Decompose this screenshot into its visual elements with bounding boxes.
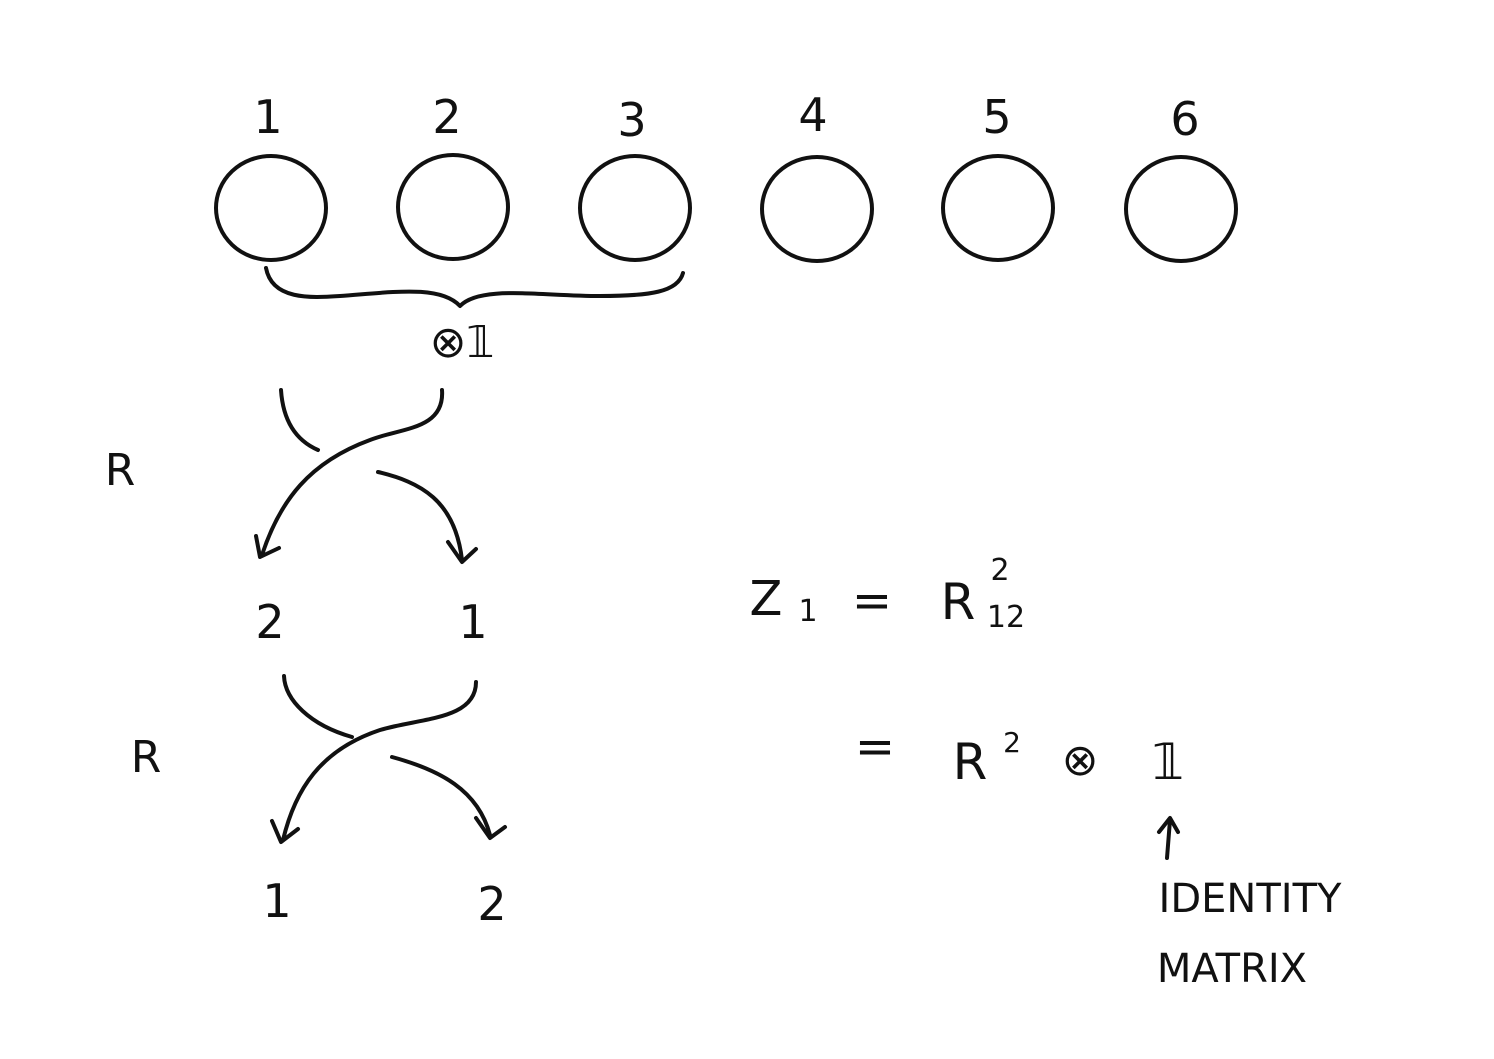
eq2-rhs-var: R bbox=[953, 733, 988, 791]
strand-1-top-b bbox=[376, 470, 464, 562]
particle-5 bbox=[941, 154, 1055, 262]
particle-2 bbox=[396, 153, 510, 261]
particle-label-4: 4 bbox=[798, 88, 827, 142]
eq2-tensor: ⊗ bbox=[1062, 735, 1099, 786]
eq2-identity: 𝟙 bbox=[1152, 733, 1184, 791]
annotation-line-2: MATRIX bbox=[1157, 946, 1307, 992]
strand-2-mid-b bbox=[390, 755, 492, 837]
equation-line-1: Z 1 = R 2 12 bbox=[750, 553, 1026, 635]
particle-label-2: 2 bbox=[432, 90, 461, 144]
middle-label-left: 2 bbox=[255, 595, 284, 649]
arrowhead-4 bbox=[270, 819, 300, 844]
particle-label-5: 5 bbox=[982, 90, 1011, 144]
eq1-rhs-sup: 2 bbox=[990, 553, 1009, 588]
arrowhead-2 bbox=[254, 534, 281, 559]
eq1-equals: = bbox=[852, 573, 892, 629]
brace-label: ⊗𝟙 bbox=[430, 317, 495, 368]
eq2-rhs-sup: 2 bbox=[1003, 726, 1021, 759]
bottom-label-left: 1 bbox=[262, 874, 291, 928]
braid-step-2-label: R bbox=[131, 732, 162, 783]
particle-3 bbox=[578, 154, 692, 262]
particle-1 bbox=[214, 154, 328, 262]
annotation-line-1: IDENTITY bbox=[1159, 876, 1342, 922]
particle-labels: 1 2 3 4 5 6 bbox=[253, 88, 1199, 147]
bottom-label-right: 2 bbox=[477, 877, 506, 931]
arrowhead-3 bbox=[474, 816, 507, 840]
strand-1-mid bbox=[281, 680, 478, 842]
particle-label-6: 6 bbox=[1170, 92, 1199, 146]
eq2-equals: = bbox=[855, 719, 895, 775]
up-arrow-icon bbox=[1157, 816, 1180, 860]
strand-2-top bbox=[260, 388, 445, 557]
braid-step-1-label: R bbox=[105, 445, 136, 496]
strand-2-mid-a bbox=[282, 674, 354, 739]
arrowhead-1 bbox=[446, 540, 478, 564]
equation-line-2: = R 2 ⊗ 𝟙 bbox=[855, 719, 1184, 791]
eq1-lhs-var: Z bbox=[750, 571, 783, 627]
eq1-lhs-sub: 1 bbox=[798, 594, 817, 629]
particles bbox=[214, 153, 1238, 263]
particle-4 bbox=[760, 155, 874, 263]
strand-1-top-a bbox=[279, 388, 320, 452]
eq1-rhs-sub: 12 bbox=[987, 600, 1025, 635]
particle-label-1: 1 bbox=[253, 90, 282, 144]
middle-label-right: 1 bbox=[458, 595, 487, 649]
eq1-rhs-var: R bbox=[941, 573, 976, 631]
particle-6 bbox=[1124, 155, 1238, 263]
brace bbox=[264, 266, 685, 308]
particle-label-3: 3 bbox=[617, 93, 646, 147]
